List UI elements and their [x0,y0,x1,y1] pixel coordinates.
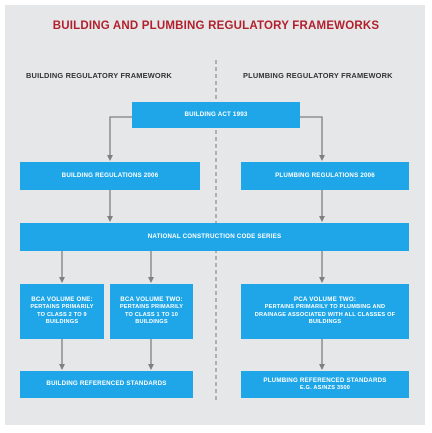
building-standards-box: BUILDING REFERENCED STANDARDS [20,371,193,398]
building-framework-heading: BUILDING REGULATORY FRAMEWORK [26,71,172,80]
bca-volume-one-title: BCA VOLUME ONE: [31,296,93,303]
pca-volume-two-line: BUILDINGS [308,319,342,326]
building-regulations-box: BUILDING REGULATIONS 2006 [20,162,200,190]
building-regulations-label: BUILDING REGULATIONS 2006 [61,171,159,179]
connector-act-to-plumbing-regs [300,116,325,161]
pca-volume-two-line: PERTAINS PRIMARILY TO PLUMBING AND [264,304,386,311]
pca-volume-two-title: PCA VOLUME TWO: [293,296,357,303]
plumbing-regulations-box: PLUMBING REGULATIONS 2006 [241,162,409,190]
diagram-background [5,5,425,425]
bca-volume-two-title: BCA VOLUME TWO: [120,296,183,303]
bca-volume-one-line: PERTAINS PRIMARILY [30,304,94,311]
pca-volume-two-box: PCA VOLUME TWO: PERTAINS PRIMARILY TO PL… [241,284,409,339]
connector-act-to-building-regs [107,116,132,161]
plumbing-standards-box: PLUMBING REFERENCED STANDARDS E.G. AS/NZ… [241,371,409,398]
pca-volume-two-line: DRAINAGE ASSOCIATED WITH ALL CLASSES OF [254,311,396,318]
building-standards-label: BUILDING REFERENCED STANDARDS [46,380,167,388]
bca-volume-two-line: TO CLASS 1 TO 10 [124,311,179,318]
bca-volume-one-box: BCA VOLUME ONE: PERTAINS PRIMARILY TO CL… [20,284,104,339]
bca-volume-two-line: BUILDINGS [135,319,168,326]
diagram-title: BUILDING AND PLUMBING REGULATORY FRAMEWO… [52,20,380,32]
bca-volume-two-box: BCA VOLUME TWO: PERTAINS PRIMARILY TO CL… [110,284,193,339]
plumbing-framework-heading: PLUMBING REGULATORY FRAMEWORK [243,71,393,80]
ncc-series-label: NATIONAL CONSTRUCTION CODE SERIES [147,232,282,240]
bca-volume-one-line: BUILDINGS [45,319,79,326]
plumbing-regulations-label: PLUMBING REGULATIONS 2006 [275,171,375,179]
bca-volume-one-line: TO CLASS 2 TO 9 [37,311,87,318]
ncc-series-box: NATIONAL CONSTRUCTION CODE SERIES [20,223,409,251]
plumbing-standards-example: E.G. AS/NZS 3500 [299,384,351,391]
plumbing-standards-title: PLUMBING REFERENCED STANDARDS [263,376,387,384]
building-act-label: BUILDING ACT 1993 [184,110,248,118]
bca-volume-two-line: PERTAINS PRIMARILY [119,304,184,311]
building-act-box: BUILDING ACT 1993 [132,102,300,128]
